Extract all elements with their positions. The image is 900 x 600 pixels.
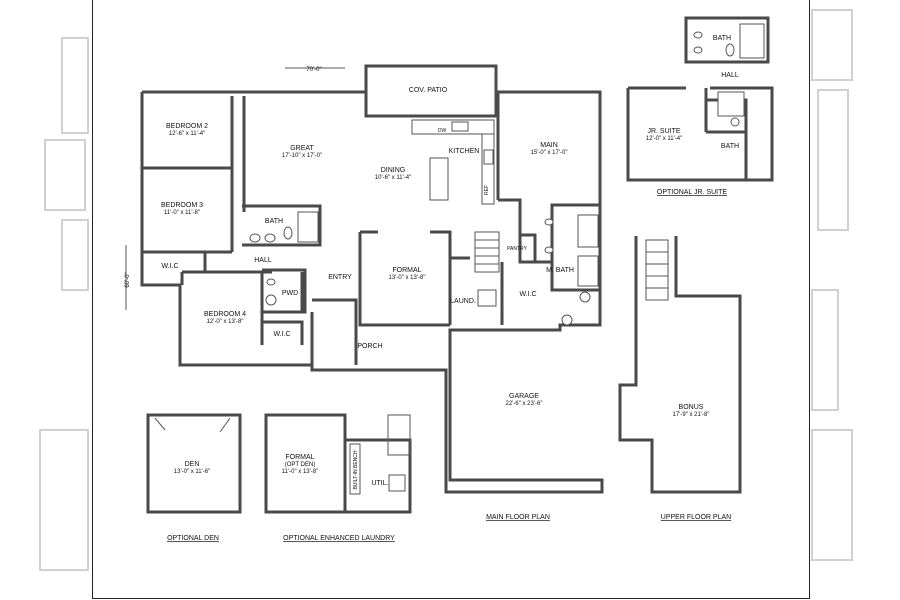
optional-den-caption: OPTIONAL DEN [167, 535, 219, 542]
bedroom3-size: 11'-0" x 11'-8" [164, 210, 200, 216]
optional-jr-suite-caption: OPTIONAL JR. SUITE [657, 189, 727, 196]
toilet-icon [265, 294, 277, 306]
depth-dimension: 60'-0" [125, 245, 131, 310]
optional-den [146, 413, 242, 514]
main-bedroom-size: 15'-0" x 17'-0" [531, 150, 568, 156]
den-size: 13'-0" x 11'-6" [174, 469, 210, 475]
optional-enhanced-laundry [264, 413, 412, 514]
sink-icon [264, 233, 276, 243]
bedroom2-size: 12'-6" x 11'-4" [169, 131, 205, 137]
water-heater-icon [561, 314, 573, 326]
main-floor-plan-caption: MAIN FLOOR PLAN [486, 514, 550, 521]
entry-label: ENTRY [328, 274, 352, 281]
background-ghost-drawing-right [811, 9, 853, 561]
dining-size: 10'-6" x 11'-4" [375, 175, 411, 181]
formal-opt-den-label: FORMAL [285, 454, 314, 461]
washer-icon [388, 474, 406, 492]
sheet-frame [92, 0, 810, 599]
pwd-label: PWD [282, 290, 298, 297]
laund-label: LAUND. [450, 298, 476, 305]
main-stair [474, 231, 500, 273]
width-dimension: 70'-0" [285, 67, 345, 73]
dishwasher-label: DW [438, 128, 447, 134]
formal-label: FORMAL [392, 267, 421, 274]
util-label: UTIL. [371, 480, 388, 487]
toilet-icon [730, 117, 740, 127]
main-bedroom-label: MAIN [540, 142, 558, 149]
sink-icon [266, 278, 276, 286]
formal-size: 13'-0" x 13'-8" [389, 275, 426, 281]
m-bath-label: M. BATH [546, 267, 574, 274]
wic-bed3-label: W.I.C [161, 263, 178, 270]
garage-label: GARAGE [509, 393, 539, 400]
hall-label: HALL [254, 257, 272, 264]
formal-opt-den-sub: (OPT DEN) [285, 462, 316, 468]
upper-stair [645, 239, 669, 301]
kitchen-label: KITCHEN [449, 148, 480, 155]
svg-text:60'-0": 60'-0" [125, 272, 131, 287]
kitchen-island [429, 157, 449, 201]
pantry-label: PANTRY [507, 246, 527, 252]
range-icon [483, 149, 494, 165]
svg-text:70'-0": 70'-0" [306, 67, 321, 73]
dining-label: DINING [381, 167, 406, 174]
porch-label: PORCH [357, 343, 382, 350]
shower-icon [577, 255, 599, 287]
garage-size: 22'-6" x 23'-6" [506, 401, 543, 407]
toilet-icon [283, 226, 293, 240]
jr-suite-label: JR. SUITE [647, 128, 680, 135]
upper-bath-label: BATH [713, 35, 731, 42]
refrigerator-label: REF [484, 185, 490, 195]
master-tub-icon [577, 214, 599, 248]
shower-icon [717, 91, 745, 117]
bath-label: BATH [265, 218, 283, 225]
laundry-stair [387, 414, 411, 456]
optional-bath-detail [684, 16, 770, 64]
bedroom4-size: 12'-0" x 13'-8" [207, 319, 244, 325]
bedroom4-label: BEDROOM 4 [204, 311, 246, 318]
den-label: DEN [185, 461, 200, 468]
optional-jr-suite [626, 86, 774, 182]
sink-icon [544, 218, 554, 226]
upper-hall-label: HALL [721, 72, 739, 79]
main-floor-plan [140, 64, 604, 494]
great-size: 17'-10" x 17'-0" [282, 153, 322, 159]
jr-suite-bath-label: BATH [721, 143, 739, 150]
background-ghost-drawing-left [39, 37, 89, 571]
bonus-size: 17'-9" x 21'-8" [673, 412, 710, 418]
jr-suite-size: 12'-0" x 11'-4" [646, 136, 682, 142]
bedroom2-label: BEDROOM 2 [166, 123, 208, 130]
bedroom3-label: BEDROOM 3 [161, 202, 203, 209]
formal-opt-den-size: 11'-0" x 13'-8" [282, 469, 318, 475]
bathtub-icon [297, 211, 319, 243]
upper-floor-plan-caption: UPPER FLOOR PLAN [661, 514, 731, 521]
sink-icon [544, 246, 554, 254]
upper-floor-plan [618, 236, 742, 494]
optional-enhanced-laundry-caption: OPTIONAL ENHANCED LAUNDRY [283, 535, 395, 542]
washer-icon [477, 289, 497, 307]
built-in-bench-label: BUILT-IN BENCH [353, 450, 359, 489]
cov-patio-label: COV. PATIO [409, 87, 448, 94]
toilet-icon [579, 291, 591, 303]
sink-icon [249, 233, 261, 243]
built-in-bench-outline [349, 443, 361, 495]
bonus-label: BONUS [679, 404, 704, 411]
great-label: GREAT [290, 145, 314, 152]
wic-bed4-label: W.I.C [273, 331, 290, 338]
sink-icon [451, 121, 469, 132]
wic-main-label: W.I.C [519, 291, 536, 298]
